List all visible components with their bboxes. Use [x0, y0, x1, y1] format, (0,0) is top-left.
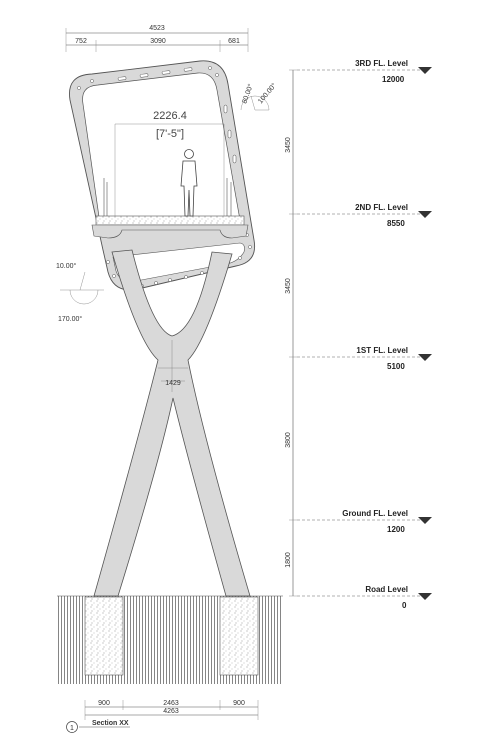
top-angle-marker: 80.00° 100.00°: [240, 81, 278, 111]
level-3rd: 3RD FL. Level 12000: [297, 59, 432, 84]
clear-width-dimension: 2226.4 [7'-5"]: [114, 110, 225, 216]
level-1st-value: 5100: [387, 362, 405, 371]
vert-dim-second: 3450: [285, 278, 292, 294]
dim-bottom-total: 4263: [163, 708, 179, 715]
level-3rd-name: 3RD FL. Level: [355, 59, 408, 68]
angle-left-a: 10.00°: [56, 262, 77, 270]
level-ground-value: 1200: [387, 525, 405, 534]
dim-top-mid: 3090: [150, 38, 166, 45]
level-road: Road Level 0: [297, 585, 432, 610]
angle-left-b: 170.00°: [58, 315, 82, 323]
deck-slab: [95, 215, 245, 226]
left-angle-marker: 10.00° 170.00°: [56, 262, 104, 323]
level-2nd: 2ND FL. Level 8550: [297, 203, 432, 228]
ground: [57, 595, 283, 684]
vert-dim-top: 3450: [285, 137, 292, 153]
top-dimension-chain: 4523 752 3090 681: [65, 25, 249, 52]
dim-bottom-right: 900: [233, 700, 245, 707]
level-road-value: 0: [402, 601, 407, 610]
level-2nd-name: 2ND FL. Level: [355, 203, 408, 212]
level-1st: 1ST FL. Level 5100: [297, 346, 432, 371]
vert-dim-third: 3800: [285, 432, 292, 448]
neck-width-label: 1429: [165, 380, 181, 387]
clear-width-imperial: [7'-5"]: [156, 128, 184, 140]
dim-top-right: 681: [228, 38, 240, 45]
dim-bottom-left: 900: [98, 700, 110, 707]
section-label: Section XX: [92, 720, 129, 727]
x-shaped-column: 1429: [93, 249, 251, 597]
footing-right: [219, 596, 259, 676]
level-3rd-value: 12000: [382, 75, 405, 84]
section-number: 1: [70, 725, 74, 732]
footing-left: [84, 596, 124, 676]
person-icon: [180, 149, 198, 217]
dim-bottom-mid: 2463: [163, 700, 179, 707]
clear-width-label: 2226.4: [153, 110, 187, 122]
level-2nd-value: 8550: [387, 219, 405, 228]
level-road-name: Road Level: [365, 585, 408, 594]
level-ground: Ground FL. Level 1200: [297, 509, 432, 534]
section-tag: 1 Section XX: [66, 720, 130, 733]
dim-top-left: 752: [75, 38, 87, 45]
level-column: 3450 3450 3800 1800: [285, 69, 297, 597]
vert-dim-bottom: 1800: [285, 552, 292, 568]
angle-top-b: 100.00°: [256, 81, 278, 105]
level-ground-name: Ground FL. Level: [342, 509, 408, 518]
level-1st-name: 1ST FL. Level: [356, 346, 408, 355]
observation-pod: [69, 60, 256, 291]
bottom-dimension-chain: 900 2463 900 4263: [84, 700, 259, 720]
dim-top-total: 4523: [149, 25, 165, 32]
